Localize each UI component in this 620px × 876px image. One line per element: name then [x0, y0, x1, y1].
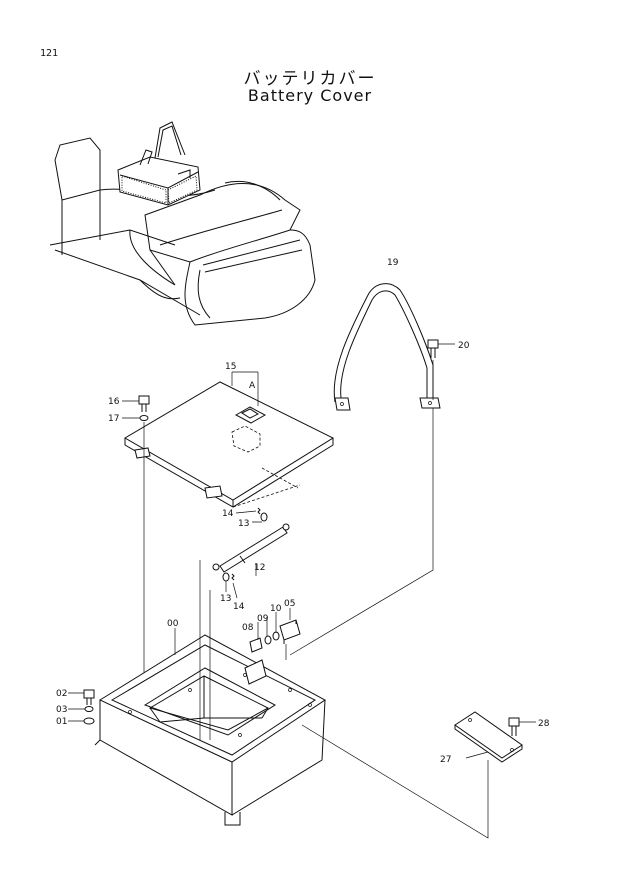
grab-rail-19	[333, 283, 441, 411]
callout-02: 02	[56, 689, 67, 699]
callout-05: 05	[284, 599, 295, 609]
callout-10: 10	[270, 604, 282, 614]
callout-labels: 19 20 15 A 16 17 14 13 12 13 14 00 08 09…	[56, 258, 550, 765]
machine-overview-illustration	[49, 121, 316, 326]
bracket-05-and-fasteners	[244, 608, 301, 685]
callout-14-upper: 14	[222, 509, 234, 519]
title-english: Battery Cover	[247, 86, 373, 105]
bolt-02-washer-03-nut-01	[68, 689, 95, 725]
callout-16: 16	[108, 397, 120, 407]
callout-27: 27	[440, 755, 451, 765]
title-japanese: バッテリカバー	[243, 69, 377, 89]
page-number: 121	[40, 48, 59, 59]
callout-20: 20	[458, 341, 470, 351]
plate-27-bolt-28	[454, 711, 536, 763]
gas-spring-12	[212, 507, 290, 599]
callout-13-upper: 13	[238, 519, 249, 529]
bolt-16-washer-17	[122, 395, 150, 710]
bolt-20	[427, 339, 455, 400]
assembly-leader-lines	[99, 408, 489, 839]
callout-19: 19	[387, 258, 399, 268]
callout-12: 12	[254, 563, 265, 573]
callout-28: 28	[538, 719, 550, 729]
detail-marker-a: A	[249, 381, 256, 391]
callout-03: 03	[56, 705, 67, 715]
callout-13-lower: 13	[220, 594, 231, 604]
battery-box-00	[94, 560, 326, 826]
callout-14-lower: 14	[233, 602, 245, 612]
callout-17: 17	[108, 414, 119, 424]
callout-01: 01	[56, 717, 67, 727]
callout-15: 15	[225, 362, 236, 372]
callout-08: 08	[242, 623, 254, 633]
battery-cover-lid-15	[124, 371, 335, 508]
callout-00: 00	[167, 619, 179, 629]
callout-09: 09	[257, 614, 269, 624]
